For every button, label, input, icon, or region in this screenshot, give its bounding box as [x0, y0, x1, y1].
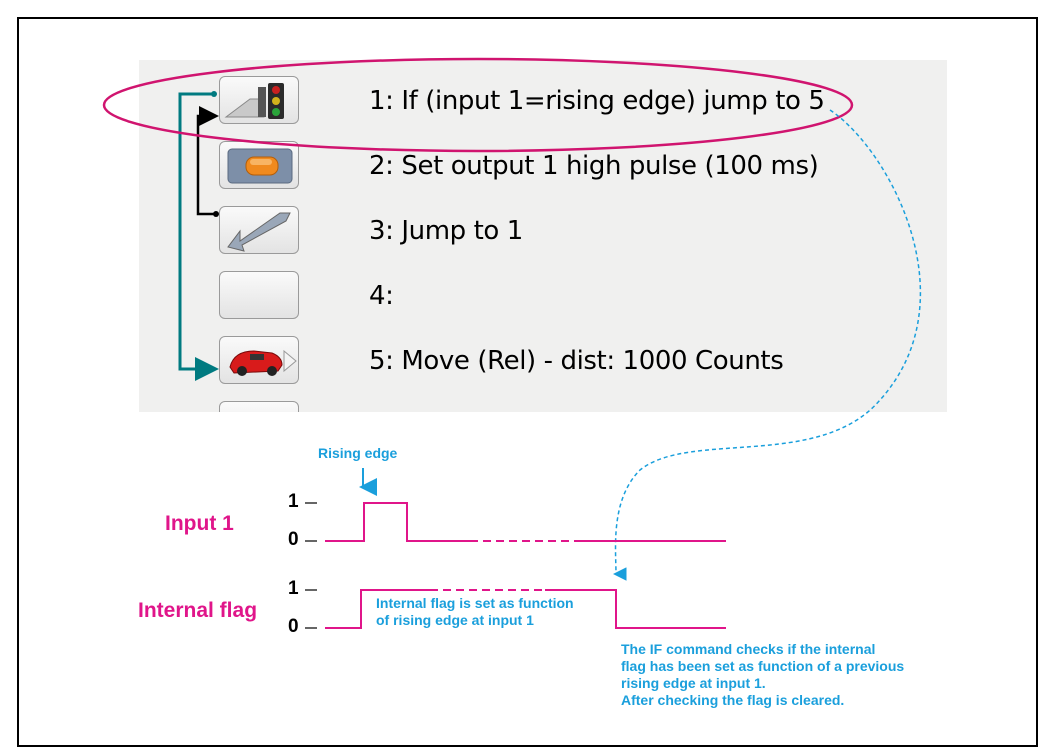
jump-arrow-icon[interactable] — [219, 206, 299, 254]
race-car-icon[interactable] — [219, 336, 299, 384]
if-check-note: The IF command checks if the internal fl… — [621, 641, 905, 708]
traffic-light-icon[interactable] — [219, 76, 299, 124]
flag-low-level: 0 — [288, 616, 299, 637]
jump-to-5-arrow — [178, 92, 219, 381]
loop-origin-dot — [213, 211, 219, 217]
jump-origin-dot — [211, 91, 217, 97]
program-line-3[interactable]: 3: Jump to 1 — [369, 216, 523, 246]
internal-flag-signal — [325, 589, 726, 629]
input-1-signal — [325, 502, 726, 542]
program-line-4[interactable]: 4: — [369, 281, 394, 311]
flag-set-note: Internal flag is set as function of risi… — [376, 595, 574, 628]
line1-highlight-ellipse — [102, 57, 854, 153]
empty-icon[interactable] — [219, 401, 299, 412]
internal-flag-label: Internal flag — [138, 599, 258, 622]
if-check-connector — [613, 109, 921, 581]
program-line-2[interactable]: 2: Set output 1 high pulse (100 ms) — [369, 151, 819, 181]
program-panel: 1: If (input 1=rising edge) jump to 5 2:… — [139, 60, 947, 412]
program-line-5[interactable]: 5: Move (Rel) - dist: 1000 Counts — [369, 346, 784, 376]
rising-edge-label: Rising edge — [318, 445, 398, 461]
program-line-1[interactable]: 1: If (input 1=rising edge) jump to 5 — [369, 86, 825, 116]
flag-high-level: 1 — [288, 578, 299, 599]
input-low-level: 0 — [288, 529, 299, 550]
empty-icon[interactable] — [219, 271, 299, 319]
program-line-6[interactable]: 6: — [369, 411, 394, 412]
output-pulse-icon[interactable] — [219, 141, 299, 189]
jump-to-1-arrow — [196, 106, 219, 216]
input-1-label: Input 1 — [165, 512, 234, 535]
input-high-level: 1 — [288, 491, 299, 512]
